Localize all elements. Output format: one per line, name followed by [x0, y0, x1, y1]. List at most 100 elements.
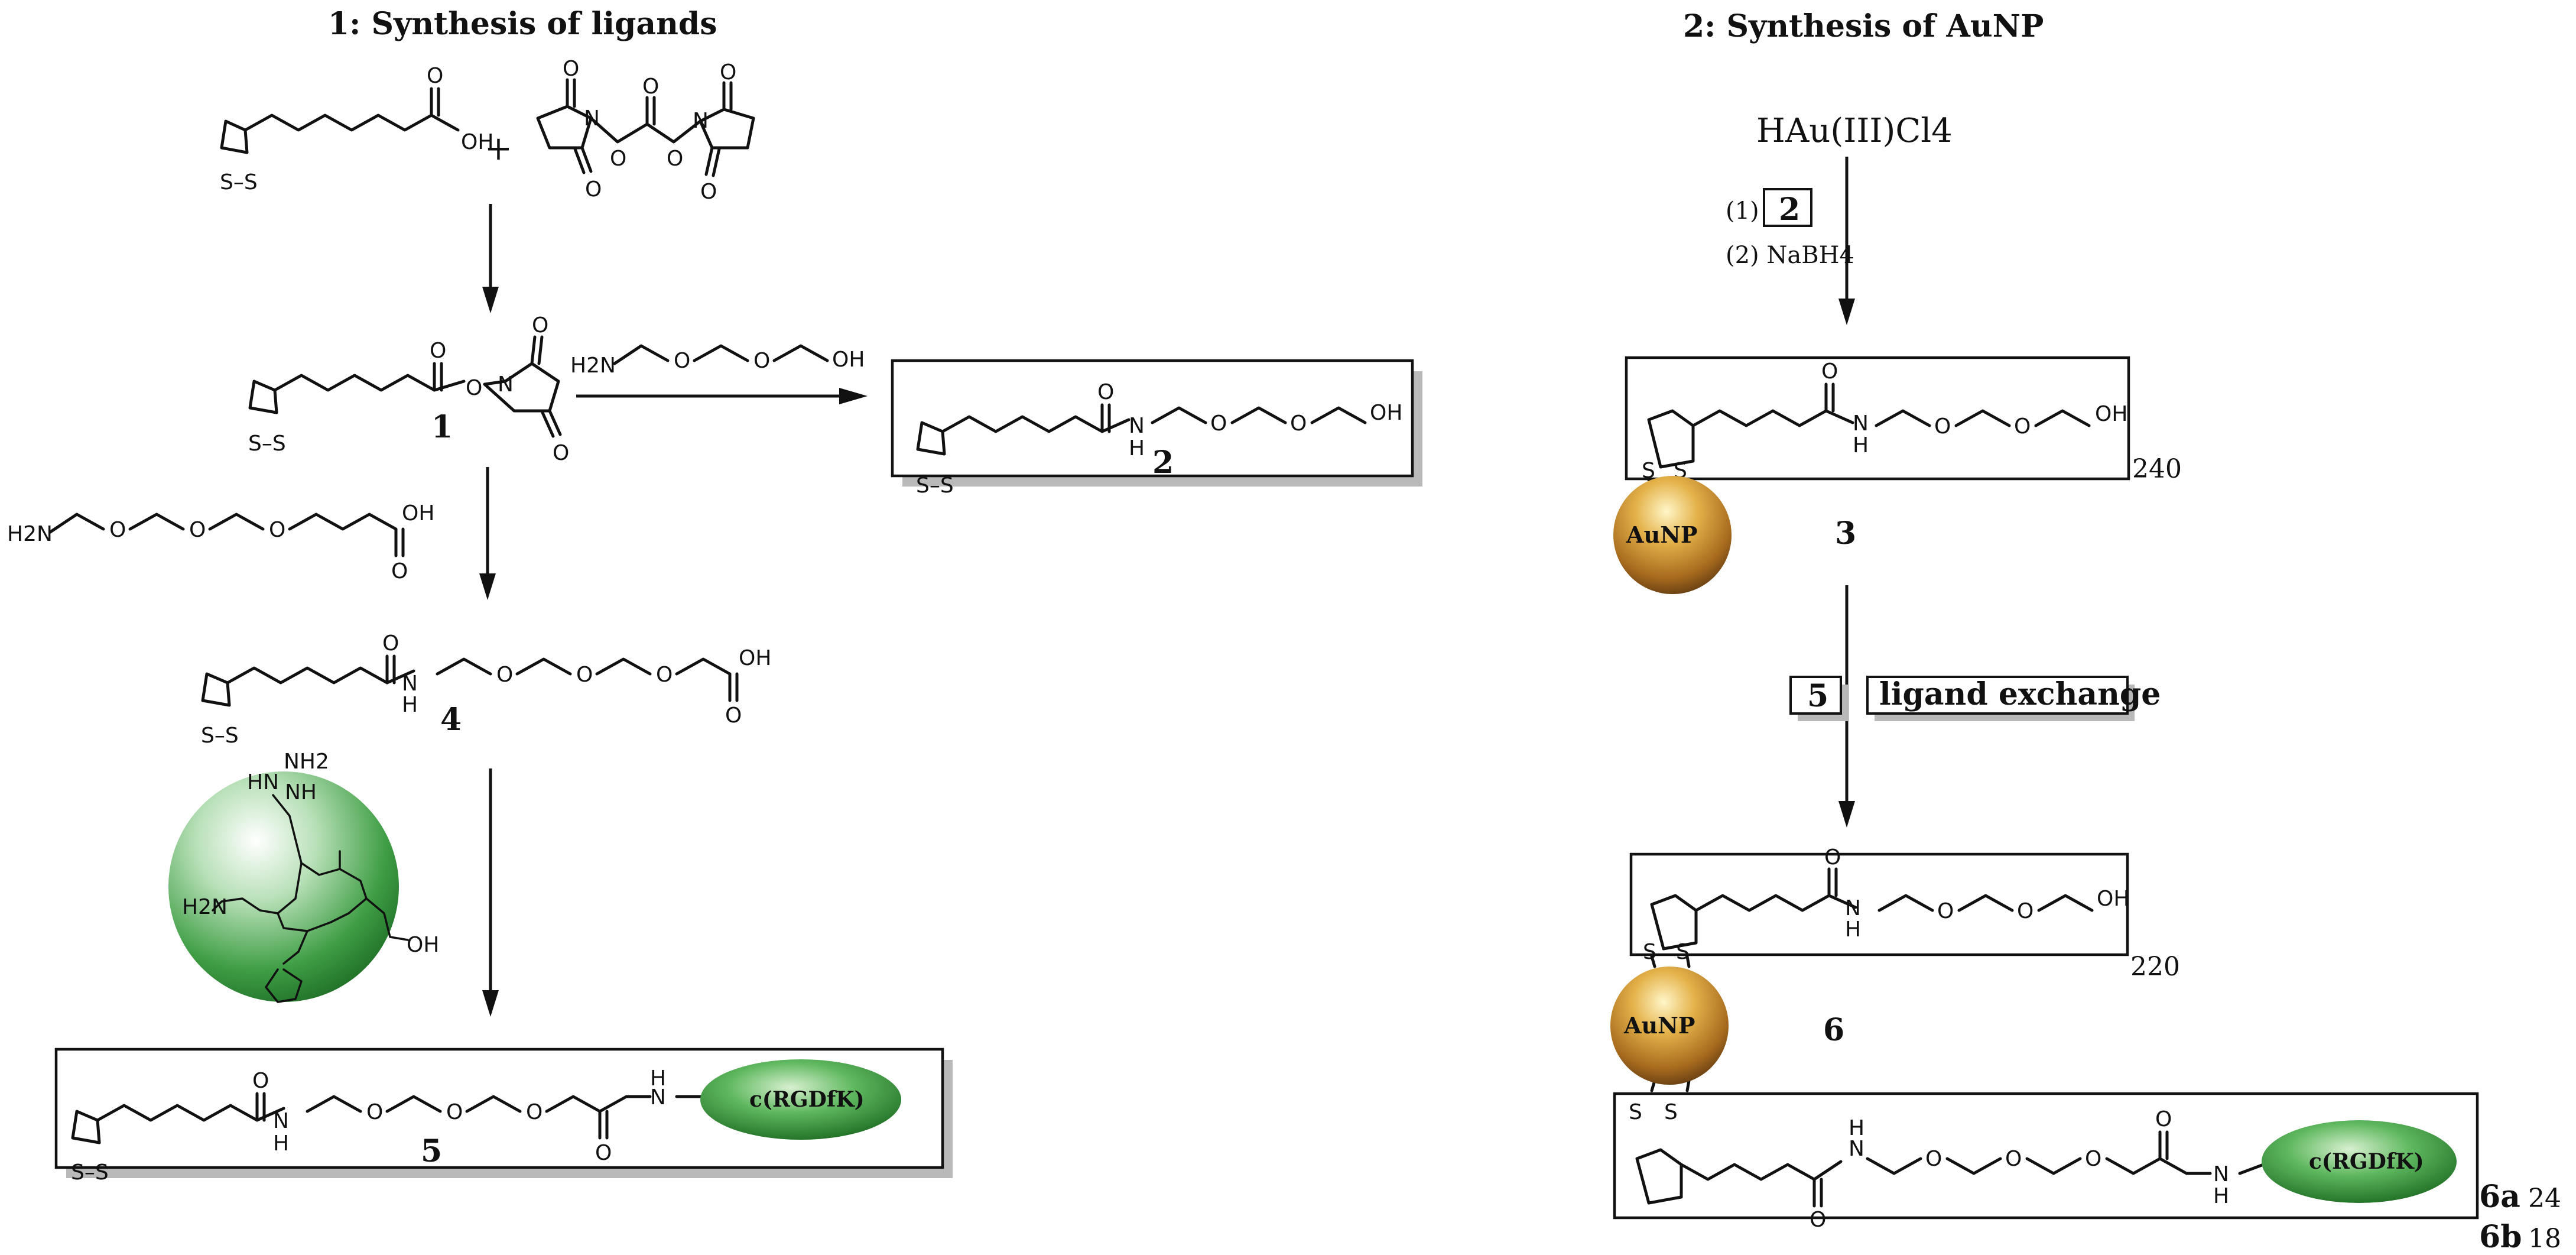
c4-h: H [402, 693, 418, 717]
c6b-h-amide: H [2213, 1184, 2229, 1208]
exchange-box-text: 5 [1807, 678, 1828, 714]
c4-oh: OH [739, 646, 771, 670]
c3-oh: OH [2095, 402, 2127, 426]
compound-5-label: 5 [421, 1133, 442, 1169]
lipoic-acid: S–S O OH [220, 64, 493, 194]
c2-h: H [1129, 436, 1145, 461]
lipoic-o: O [427, 64, 443, 88]
step1-prefix: (1) [1726, 197, 1759, 225]
arrow-to-2 [576, 388, 868, 404]
c3-o-1: O [1934, 414, 1951, 439]
c4-o-3: O [656, 663, 673, 687]
c6-o-1: O [1937, 899, 1954, 923]
c3-count: 240 [2132, 454, 2182, 484]
c1-n: N [498, 372, 514, 397]
arrow-to-5 [482, 768, 499, 1017]
c5-n-amide: N [650, 1085, 666, 1110]
c5-s-s: S–S [71, 1160, 109, 1185]
compound-6: S S O N H O O OH 220 AuNP 6 S S O N H O … [1610, 845, 2561, 1255]
c4-o-carbonyl: O [382, 631, 399, 656]
amine-o-1: O [674, 349, 690, 373]
c2-n: N [1129, 414, 1145, 438]
c6b-value: 18 [2528, 1224, 2561, 1254]
c6b-n: N [1849, 1137, 1864, 1161]
c6-h: H [1845, 917, 1861, 942]
c6b-o-2: O [2005, 1147, 2022, 1171]
c5-o-amide: O [595, 1141, 612, 1165]
section-title-aunp: 2: Synthesis of AuNP [1683, 8, 2044, 44]
c4-o-1: O [496, 663, 513, 687]
c2-oh: OH [1370, 401, 1402, 425]
amino-peg-acid: H2N O O O OH O [7, 501, 434, 583]
dsc-o-7: O [700, 180, 717, 204]
compound-4-label: 4 [440, 702, 462, 738]
lipoic-oh: OH [461, 130, 493, 154]
c6b-s-left: S [1629, 1100, 1642, 1124]
compound-5: S–S O N H O O O O N H c(RGDfK) 5 [54, 1048, 953, 1185]
acid-o-1: O [109, 518, 126, 542]
ligand-exchange-label: ligand exchange [1879, 676, 2161, 712]
c6a-value: 24 [2528, 1183, 2561, 1214]
amine-oh: OH [832, 348, 865, 372]
peptide-nh-guan: NH [285, 780, 317, 805]
step1-box [1763, 188, 1812, 227]
compound-2-label: 2 [1152, 445, 1174, 481]
c1-o-carbonyl: O [430, 339, 446, 363]
c2-s-s: S–S [916, 474, 954, 498]
exchange-box [1789, 676, 1842, 715]
c6b-o-carbonyl: O [1810, 1208, 1826, 1232]
peptide-hn: HN [247, 770, 279, 794]
compound-1: S–S O O N O O 1 [248, 313, 569, 465]
c5-o-3: O [526, 1100, 543, 1124]
plus-sign: + [485, 129, 512, 168]
c6b-o-3: O [2085, 1147, 2101, 1171]
peptide-h2n: H2N [182, 895, 228, 919]
c3-aunp-label: AuNP [1626, 521, 1697, 548]
acid-h2n: H2N [7, 522, 53, 546]
acid-o-2: O [189, 518, 206, 542]
compound-2: S–S O N H O O OH 2 [891, 359, 1422, 498]
amino-peg-alcohol: H2N O O OH [570, 344, 865, 378]
c4-o-2: O [576, 663, 593, 687]
dsc-n-left: N [584, 106, 600, 131]
step1-box-text: 2 [1779, 192, 1800, 228]
c5-h: H [273, 1131, 289, 1156]
peptide-oh: OH [407, 933, 439, 957]
c5-o-1: O [366, 1100, 383, 1124]
c6-n: N [1845, 896, 1861, 920]
c3-s-left: S [1642, 459, 1655, 483]
c5-n: N [273, 1109, 289, 1133]
c6-peptide-label: c(RGDfK) [2309, 1149, 2424, 1174]
dsc-o-6: O [720, 60, 736, 85]
lipoic-s-s: S–S [220, 170, 258, 194]
c1-o-ester: O [466, 376, 482, 400]
c3-o-carbonyl: O [1821, 359, 1838, 384]
c1-s-s: S–S [248, 432, 286, 456]
peptide-nh2: NH2 [284, 750, 329, 774]
section-title-ligands: 1: Synthesis of ligands [328, 6, 717, 42]
ligand-exchange-box [1866, 676, 2129, 715]
c5-peptide-label: c(RGDfK) [749, 1087, 865, 1112]
compound-6-label: 6 [1823, 1012, 1844, 1048]
amine-o-2: O [753, 349, 770, 373]
c6-oh: OH [2097, 887, 2129, 911]
dsc-o-3: O [610, 147, 626, 171]
dsc-o-5: O [667, 147, 683, 171]
disuccinimidyl-carbonate: N N O O O O O O O [536, 57, 755, 204]
c3-h: H [1853, 433, 1869, 458]
crgdfk-peptide-ball: NH2 HN NH H2N OH [168, 750, 439, 1003]
c5-h-amide: H [650, 1066, 666, 1091]
c4-o-acid: O [725, 703, 742, 728]
c3-o-2: O [2014, 414, 2031, 439]
c5-o-carbonyl: O [252, 1069, 269, 1093]
c6b-o-amide: O [2155, 1107, 2172, 1131]
dsc-n-right: N [693, 109, 709, 133]
c6a-label: 6a [2479, 1179, 2520, 1215]
compound-4: S–S O N H O O O OH O 4 [201, 631, 771, 748]
c6b-s-right: S [1664, 1100, 1678, 1124]
c6b-h: H [1849, 1116, 1864, 1140]
c2-o-1: O [1210, 411, 1227, 436]
c1-o-bottom: O [553, 441, 569, 465]
acid-oh: OH [402, 501, 434, 526]
